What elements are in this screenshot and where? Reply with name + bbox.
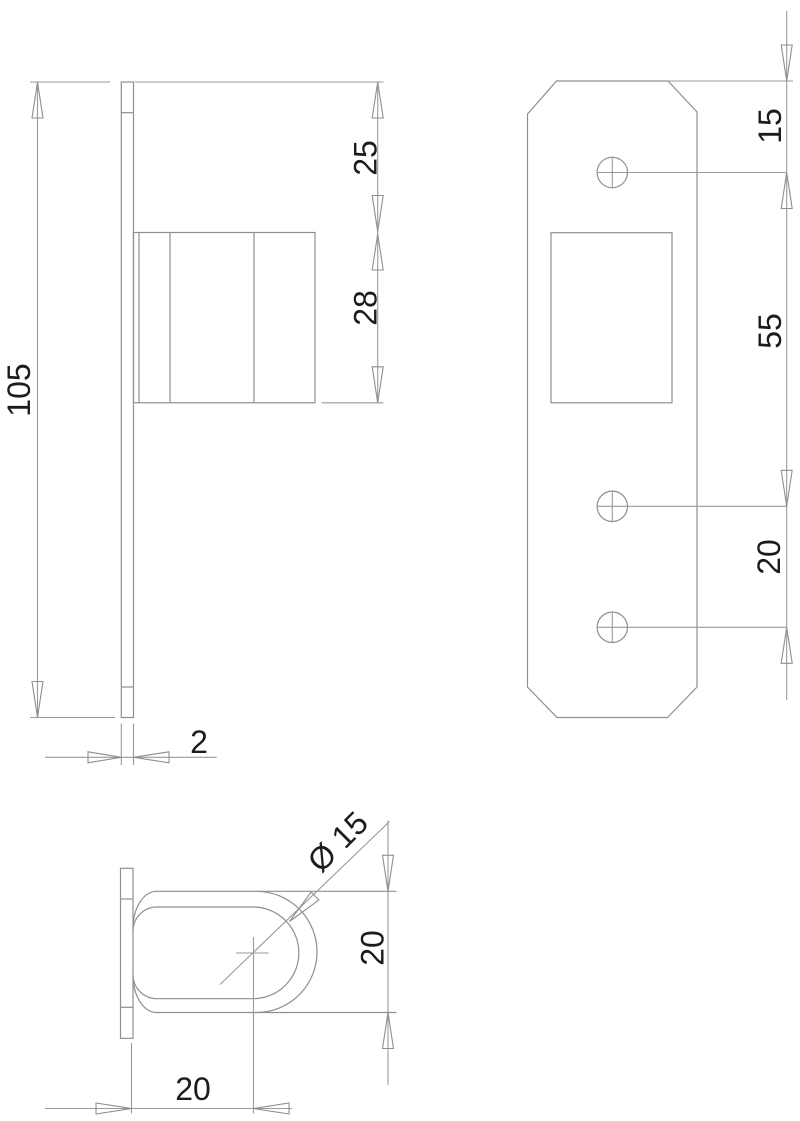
arrow-20-right-bottom — [381, 1012, 395, 1050]
arrow-15-bottom — [780, 172, 793, 210]
arrow-28-top — [371, 233, 384, 271]
tube-outer-corner-topleft — [132, 890, 156, 929]
top-view: Ø 15 20 20 — [45, 804, 397, 1115]
arrow-20-bottom-right — [253, 1102, 290, 1115]
arrow-15-top — [780, 44, 793, 82]
dim-label-20-front: 20 — [751, 539, 787, 575]
dim-label-20-center-offset: 20 — [175, 1071, 211, 1107]
tube-inner-corner-topleft — [132, 906, 158, 932]
tube-inner-end-arc — [252, 906, 300, 1000]
tube-outer-end-arc — [256, 890, 318, 1014]
dim-label-105: 105 — [1, 363, 37, 416]
arrow-dia15 — [289, 891, 320, 922]
dim-label-25: 25 — [348, 140, 384, 176]
leader-line-dia15 — [219, 821, 390, 985]
top-plate-outline — [119, 867, 134, 1039]
arrow-25-top — [371, 81, 384, 119]
tube-inner-corner-bottomleft — [132, 974, 158, 1000]
dim-label-20-tube-height: 20 — [355, 930, 391, 966]
arrow-25-bottom — [371, 194, 384, 232]
dim-label-dia15: Ø 15 — [300, 804, 375, 879]
arrow-55-bottom — [780, 469, 793, 507]
front-window-cutout — [550, 232, 673, 404]
arrow-20-right-top — [381, 854, 395, 892]
arrow-2-left — [87, 751, 122, 764]
arrow-28-bottom — [371, 366, 384, 403]
dim-label-28: 28 — [348, 290, 384, 326]
tube-outer-corner-bottomleft — [132, 975, 156, 1014]
arrow-105-bottom — [31, 680, 44, 718]
arrow-2-right — [133, 751, 170, 764]
dim-label-55: 55 — [752, 313, 788, 349]
arrow-20-bottom — [780, 627, 793, 664]
arrow-20-bottom-left — [95, 1102, 132, 1115]
front-plate-outline — [526, 80, 698, 719]
front-view: 15 55 20 — [526, 11, 793, 719]
side-view: 105 25 28 2 — [1, 81, 384, 765]
dim-label-2: 2 — [190, 724, 208, 760]
side-plate-outline — [120, 81, 135, 719]
dim-label-15: 15 — [752, 108, 788, 144]
side-tube-outline — [132, 231, 316, 404]
arrow-105-top — [31, 81, 44, 119]
